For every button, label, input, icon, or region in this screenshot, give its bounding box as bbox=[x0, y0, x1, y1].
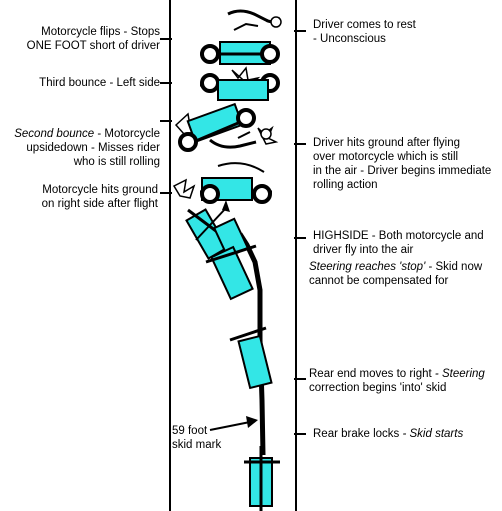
motorcycle-third-bounce bbox=[200, 66, 280, 101]
label-line: in the air - Driver begins immediate bbox=[313, 165, 492, 177]
label-line-italic: Second bounce bbox=[14, 128, 95, 140]
label-line: - Motorcycle bbox=[94, 128, 160, 140]
label-line: Driver hits ground after flying bbox=[313, 137, 461, 149]
label-rear-brake-locks: Rear brake locks - Skid starts bbox=[313, 427, 463, 441]
label-line: 59 foot bbox=[172, 425, 208, 437]
label-hits-ground: Motorcycle hits ground on right side aft… bbox=[42, 183, 158, 211]
motorcycle-flipped bbox=[200, 41, 280, 65]
label-driver-hits-ground: Driver hits ground after flying over mot… bbox=[313, 136, 491, 192]
motorcycle-hits-ground bbox=[172, 177, 272, 204]
label-line: skid mark bbox=[172, 439, 222, 451]
label-skid-mark: 59 foot skid mark bbox=[172, 424, 221, 452]
label-line: on right side after flight bbox=[41, 198, 158, 210]
motorcycle-rear-moves-right bbox=[229, 326, 273, 390]
skid-pointer-arrow bbox=[209, 416, 258, 431]
motorcycle-brake-locks bbox=[244, 446, 280, 511]
driver-resting bbox=[227, 9, 282, 31]
label-rear-moves-right: Rear end moves to right - Steering corre… bbox=[309, 367, 485, 395]
motorcycle-steering-stop bbox=[205, 244, 257, 301]
label-line-italic: - Steering bbox=[431, 368, 485, 380]
label-line: correction begins 'into' skid bbox=[309, 382, 447, 394]
motorcycle-second-bounce bbox=[174, 102, 256, 152]
label-line: Third bounce - Left side bbox=[39, 77, 160, 89]
right-leader-lines bbox=[294, 30, 306, 435]
label-line: rolling action bbox=[313, 179, 378, 191]
label-line: - Unconscious bbox=[313, 33, 386, 45]
driver-rolling bbox=[209, 125, 279, 149]
label-line: who is still rolling bbox=[73, 156, 160, 168]
label-third-bounce: Third bounce - Left side bbox=[39, 76, 160, 90]
label-line: upsidedown - Misses rider bbox=[26, 142, 160, 154]
label-line-italic: - Skid starts bbox=[399, 428, 464, 440]
label-line: cannot be compensated for bbox=[309, 275, 449, 287]
label-line: driver fly into the air bbox=[313, 244, 414, 256]
label-motorcycle-flips: Motorcycle flips - Stops ONE FOOT short … bbox=[27, 25, 160, 53]
label-driver-rest: Driver comes to rest - Unconscious bbox=[313, 18, 416, 46]
label-line-italic: Steering reaches 'stop' bbox=[309, 261, 426, 273]
label-line: Rear brake locks bbox=[313, 428, 400, 440]
label-line: Rear end moves to right bbox=[309, 368, 432, 380]
label-steering-stop: Steering reaches 'stop' - Skid now canno… bbox=[309, 260, 482, 288]
motorcycle-highside bbox=[185, 200, 250, 260]
label-line: ONE FOOT short of driver bbox=[26, 40, 160, 52]
label-line: - Skid now bbox=[425, 261, 483, 273]
left-leader-lines bbox=[160, 38, 172, 194]
label-highside: HIGHSIDE - Both motorcycle and driver fl… bbox=[313, 229, 484, 257]
label-line: over motorcycle which is still bbox=[313, 151, 459, 163]
label-line: Motorcycle hits ground bbox=[42, 184, 158, 196]
driver-flight-arc bbox=[217, 162, 265, 173]
label-line: Driver comes to rest bbox=[313, 19, 416, 31]
label-second-bounce: Second bounce - Motorcycle upsidedown - … bbox=[14, 127, 160, 169]
label-line: HIGHSIDE - Both motorcycle and bbox=[313, 230, 484, 242]
label-line: Motorcycle flips - Stops bbox=[41, 26, 160, 38]
